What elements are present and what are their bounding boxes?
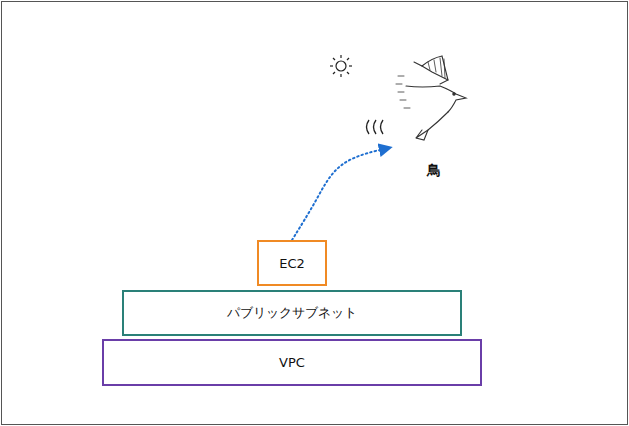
bird-illustration: 鳥 [392,50,476,182]
box-label: パブリックサブネット [227,304,357,322]
dotted-arrow [292,148,390,240]
sound-waves [367,120,384,134]
illustration-label: 鳥 [427,162,441,180]
subnet-box: パブリックサブネット [122,290,462,336]
vpc-box: VPC [102,339,482,386]
box-label: VPC [279,355,305,370]
sun-icon [330,55,352,77]
bird-drawing [392,50,476,150]
instance-box: EC2 [257,240,327,286]
box-label: EC2 [279,256,305,271]
